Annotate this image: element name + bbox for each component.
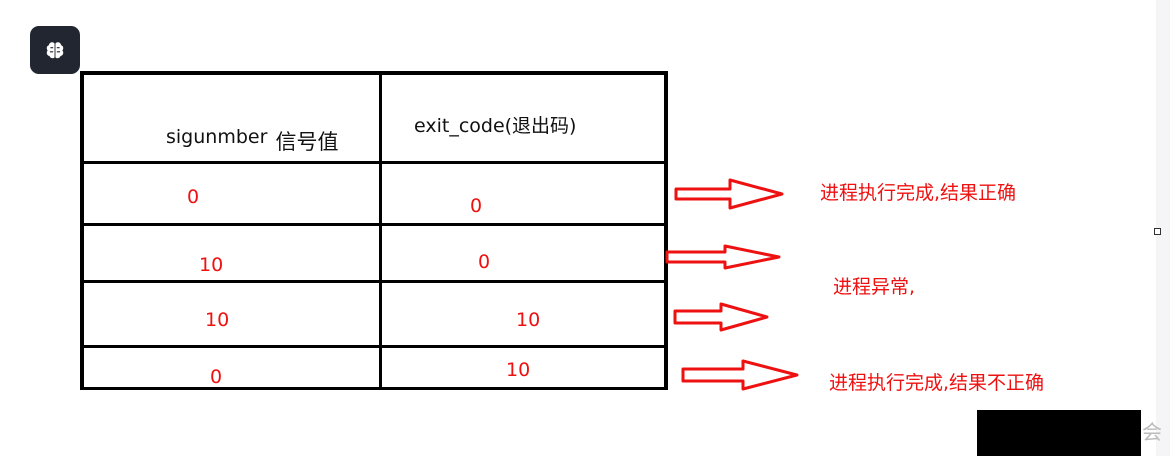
header-sig-number: sigunmber 信号值 — [166, 120, 338, 154]
table-border-right — [664, 71, 668, 390]
annotation-row4: 进程执行完成,结果不正确 — [829, 372, 1045, 394]
cell-code-row2: 0 — [478, 251, 491, 273]
table-row-divider — [80, 161, 668, 164]
table-column-divider — [379, 71, 382, 390]
header-sig-number-cn: 信号值 — [275, 130, 339, 154]
header-exit-code: exit_code(退出码) — [414, 115, 577, 137]
table-border-left — [80, 71, 84, 390]
brain-icon — [46, 42, 64, 59]
cell-sig-row4: 0 — [210, 366, 223, 388]
cell-code-row1: 0 — [470, 195, 483, 217]
scroll-marker — [1154, 228, 1161, 235]
scrollbar-track[interactable] — [1156, 0, 1170, 456]
app-badge[interactable] — [30, 26, 80, 74]
cell-code-row3: 10 — [516, 309, 541, 331]
right-arrow-icon — [674, 178, 784, 210]
annotation-rows2-3: 进程异常, — [833, 276, 916, 298]
cut-off-glyph: 会 — [1142, 420, 1162, 444]
annotation-row1: 进程执行完成,结果正确 — [820, 182, 1017, 204]
cell-sig-row1: 0 — [187, 186, 200, 208]
table-border-top — [80, 71, 668, 75]
right-arrow-icon — [665, 244, 781, 270]
header-sig-number-label: sigunmber — [166, 126, 268, 148]
right-arrow-icon — [681, 359, 799, 391]
cell-code-row4: 10 — [506, 359, 531, 381]
cell-sig-row3: 10 — [205, 309, 230, 331]
table-border-bottom — [80, 387, 668, 390]
table-row-divider — [80, 280, 668, 283]
table-row-divider — [80, 345, 668, 348]
table-row-divider — [80, 223, 668, 226]
redaction-box — [977, 410, 1141, 456]
cell-sig-row2: 10 — [199, 254, 224, 276]
right-arrow-icon — [673, 302, 769, 332]
